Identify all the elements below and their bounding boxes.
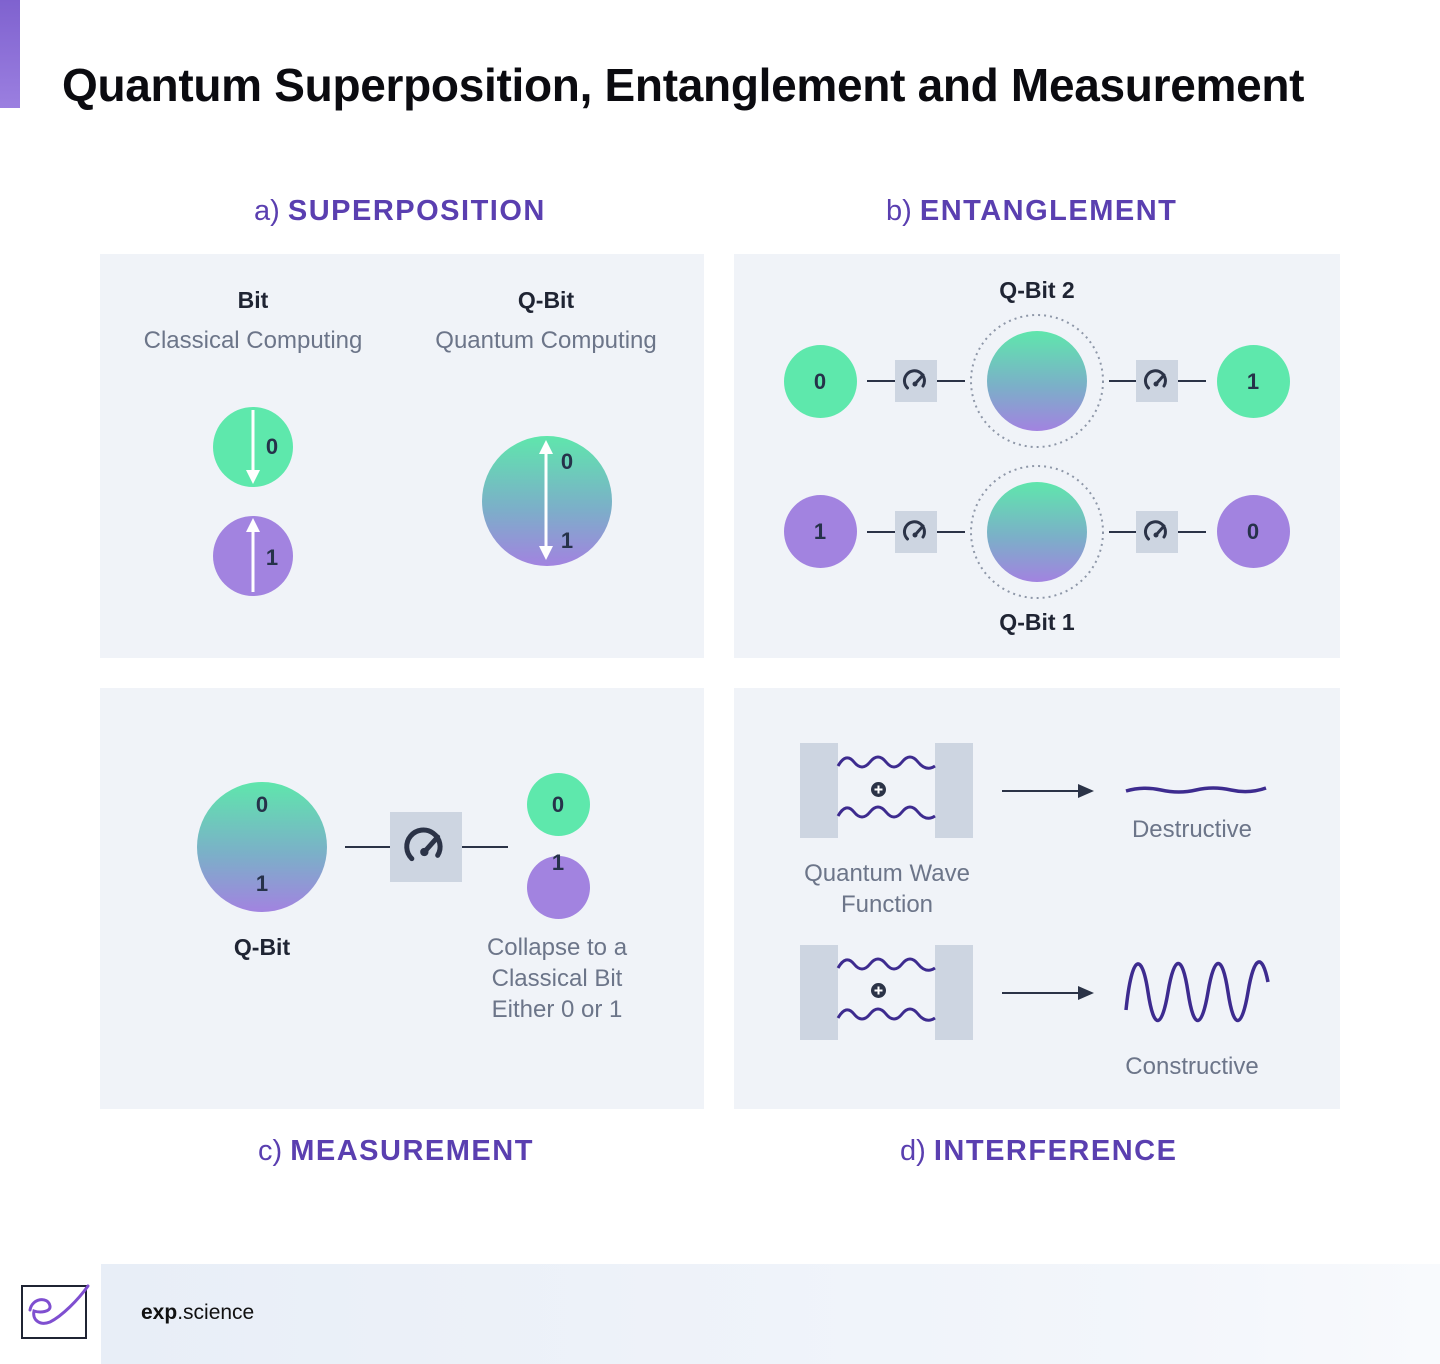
barrier-right-top [935, 743, 973, 838]
panel-entanglement [734, 254, 1340, 658]
bit-one-digit: 1 [265, 545, 279, 570]
qbit-double-arrow-icon [539, 440, 553, 560]
section-prefix: d) [900, 1135, 926, 1167]
bit-zero-digit: 0 [265, 434, 279, 459]
measure-result-one: 1 [551, 850, 565, 875]
bit-down-arrow-icon [246, 410, 260, 484]
meter-top-right [1136, 360, 1178, 402]
bit-subtitle: Classical Computing [143, 327, 363, 354]
meter-top-left [895, 360, 937, 402]
arrow-right-icon [1002, 784, 1094, 798]
bit-up-arrow-icon [246, 518, 260, 592]
section-label-entanglement: b) ENTANGLEMENT [886, 195, 1177, 228]
section-name: INTERFERENCE [933, 1135, 1178, 1167]
measure-links [345, 846, 508, 848]
barrier-left-bottom [800, 945, 838, 1040]
measure-result-one-circle [527, 856, 590, 919]
bit-title: Bit [237, 287, 269, 313]
section-prefix: b) [886, 195, 912, 227]
qbit1-label: Q-Bit 1 [999, 609, 1075, 635]
section-name: MEASUREMENT [290, 1135, 534, 1167]
wave-function-label: Quantum Wave Function [804, 860, 970, 918]
section-label-measurement: c) MEASUREMENT [258, 1135, 534, 1168]
qbit-one-digit: 1 [560, 528, 574, 553]
wave-pair-bottom [836, 957, 936, 1022]
gauge-icon [404, 827, 443, 862]
measure-meter [390, 812, 462, 882]
qbit-title: Q-Bit [517, 287, 575, 313]
meter-bottom-left [895, 511, 937, 553]
accent-bar [0, 0, 20, 108]
ent-top-left-digit: 0 [813, 369, 827, 394]
section-prefix: c) [258, 1135, 283, 1167]
ent-bottom-right-circle [1217, 495, 1290, 568]
destructive-wave [1125, 786, 1267, 794]
panel-superposition [100, 254, 704, 658]
ent-top-right-circle [1217, 345, 1290, 418]
collapse-text: Collapse to a Classical Bit Either 0 or … [486, 934, 628, 1023]
qbit-zero-digit: 0 [560, 449, 574, 474]
destructive-label: Destructive [1131, 816, 1253, 843]
arrow-right-icon [1002, 986, 1094, 1000]
brand-bold: exp [141, 1301, 178, 1324]
wave-pair-top [836, 755, 936, 820]
panel-measurement [100, 688, 704, 1109]
gauge-icon [902, 520, 926, 541]
measure-qbit-zero: 0 [255, 792, 269, 817]
gauge-icon [1143, 520, 1167, 541]
page-title: Quantum Superposition, Entanglement and … [62, 59, 1305, 111]
plus-icon [871, 782, 886, 797]
ent-top-right-digit: 1 [1246, 369, 1260, 394]
qbit1-circle [987, 482, 1087, 582]
exp-logo-icon [21, 1284, 90, 1339]
barrier-right-bottom [935, 945, 973, 1040]
constructive-label: Constructive [1125, 1053, 1259, 1080]
section-label-superposition: a) SUPERPOSITION [254, 195, 546, 228]
section-name: ENTANGLEMENT [919, 195, 1178, 227]
measure-result-zero-circle [527, 773, 590, 836]
ent-bottom-left-circle [784, 495, 857, 568]
measure-qbit-label: Q-Bit [233, 934, 291, 960]
gauge-icon [1143, 369, 1167, 390]
constructive-wave [1124, 960, 1270, 1023]
gauge-icon [902, 369, 926, 390]
brand-rest: .science [177, 1301, 255, 1324]
measure-qbit-circle [197, 782, 327, 912]
section-prefix: a) [254, 195, 280, 227]
qbit-subtitle: Quantum Computing [435, 327, 657, 354]
measure-result-zero: 0 [551, 792, 565, 817]
brand-name: exp.science [141, 1301, 254, 1325]
qbit2-label: Q-Bit 2 [999, 277, 1075, 303]
barrier-left-top [800, 743, 838, 838]
ent-top-left-circle [784, 345, 857, 418]
ent-bottom-left-digit: 1 [813, 519, 827, 544]
plus-icon [871, 983, 886, 998]
ent-bottom-right-digit: 0 [1246, 519, 1260, 544]
entanglement-links [867, 314, 1206, 599]
meter-bottom-right [1136, 511, 1178, 553]
section-name: SUPERPOSITION [287, 195, 546, 227]
qbit2-circle [987, 331, 1087, 431]
section-label-interference: d) INTERFERENCE [900, 1135, 1177, 1168]
footer-bar [101, 1264, 1440, 1364]
measure-qbit-one: 1 [255, 871, 269, 896]
